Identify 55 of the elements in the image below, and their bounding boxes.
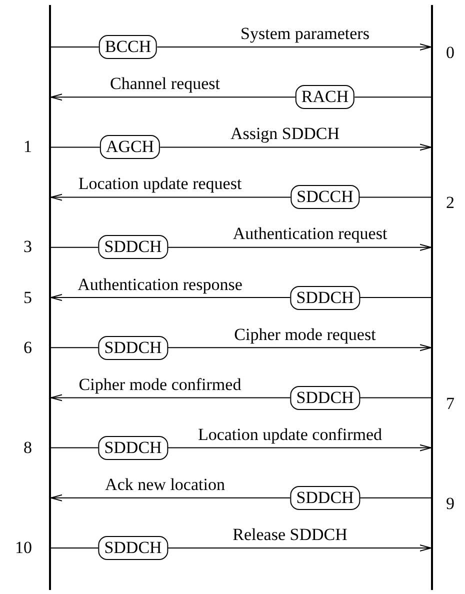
line xyxy=(354,96,432,98)
arrow xyxy=(50,194,292,201)
channel-box: SDCCH xyxy=(290,185,360,210)
step-number: 10 xyxy=(15,538,32,558)
edge-label: Location update request xyxy=(78,174,242,194)
channel-box: SDDCH xyxy=(290,286,360,310)
channel-box: BCCH xyxy=(98,35,158,59)
step-number: 3 xyxy=(24,237,32,258)
edge-label: Cipher mode confirmed xyxy=(78,374,242,395)
edge-label: System parameters xyxy=(240,24,370,44)
channel-box: SDDCH xyxy=(98,336,168,360)
channel-box: SDDCH xyxy=(290,486,360,510)
line xyxy=(50,447,99,448)
line xyxy=(50,146,100,148)
channel-box: RACH xyxy=(295,85,355,110)
edge-label: Ack new location xyxy=(105,474,225,495)
step-number: 8 xyxy=(24,438,32,458)
step-number: 6 xyxy=(24,338,32,358)
step-number: 9 xyxy=(446,494,454,514)
arrow xyxy=(167,544,432,552)
step-number: 7 xyxy=(446,394,454,414)
line xyxy=(359,297,432,298)
arrow xyxy=(50,494,291,502)
edge-label: Authentication response xyxy=(78,274,242,294)
line xyxy=(50,246,99,248)
channel-box: SDDCH xyxy=(290,386,360,410)
arrow xyxy=(167,244,432,251)
step-number: 0 xyxy=(446,43,454,63)
edge-label: Cipher mode request xyxy=(234,324,376,345)
arrow xyxy=(50,394,291,402)
step-number: 1 xyxy=(24,137,32,158)
arrow xyxy=(50,294,291,301)
edge-label: Channel request xyxy=(110,74,220,94)
channel-box: SDDCH xyxy=(98,235,168,260)
line xyxy=(359,397,432,398)
channel-box: AGCH xyxy=(100,135,160,160)
edge-label: Authentication request xyxy=(232,224,388,244)
arrow xyxy=(167,444,432,452)
arrow xyxy=(156,44,432,50)
edge-label: Release SDDCH xyxy=(232,525,348,545)
arrow xyxy=(167,344,432,352)
line xyxy=(50,347,99,348)
line xyxy=(50,46,100,48)
lifeline xyxy=(49,5,51,590)
channel-box: SDDCH xyxy=(98,536,168,560)
lifeline xyxy=(431,5,433,590)
line xyxy=(358,196,432,198)
edge-label: Assign SDDCH xyxy=(230,124,340,144)
edge-label: Location update confirmed xyxy=(198,424,382,445)
step-number: 5 xyxy=(24,288,32,308)
step-number: 2 xyxy=(446,193,454,214)
channel-box: SDDCH xyxy=(98,436,168,460)
arrow xyxy=(160,144,432,151)
arrow xyxy=(50,94,296,101)
line xyxy=(359,497,432,498)
